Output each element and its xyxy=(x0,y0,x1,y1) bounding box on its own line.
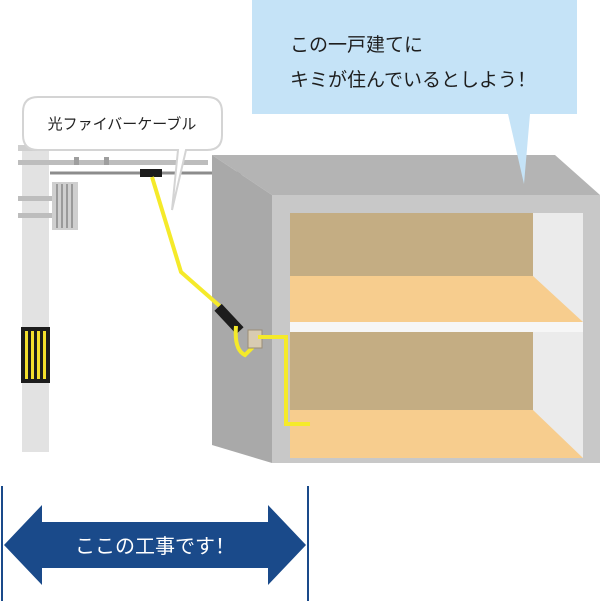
pole-crossarm-upper xyxy=(18,160,208,165)
pole-crossarm-lower xyxy=(18,213,78,218)
construction-label: ここの工事です！ xyxy=(75,534,235,558)
upper-room-wall xyxy=(290,213,533,276)
drop-cable xyxy=(150,176,224,310)
house xyxy=(212,155,600,463)
house-side-wall xyxy=(212,155,272,463)
pole-crossarm-middle xyxy=(18,196,78,201)
insulator-2 xyxy=(104,157,109,165)
speech-line-1: この一戸建てに xyxy=(290,34,423,56)
pole-body xyxy=(22,150,49,452)
double-arrow xyxy=(4,505,306,585)
construction-range: ここの工事です！ xyxy=(1,486,309,601)
house-interior xyxy=(290,213,583,458)
cable-label-bubble-shape xyxy=(22,96,223,211)
indoor-cable xyxy=(258,335,310,426)
speech-bubble: この一戸建てに キミが住んでいるとしよう！ xyxy=(252,0,577,184)
speech-bubble-shape xyxy=(252,0,577,184)
floor-slab xyxy=(290,322,583,332)
insulator-1 xyxy=(74,157,79,165)
utility-pole xyxy=(18,145,208,452)
cable-label: 光ファイバーケーブル xyxy=(48,115,197,133)
speech-line-2: キミが住んでいるとしよう！ xyxy=(290,69,536,91)
upper-room-floor xyxy=(290,276,583,322)
house-roof xyxy=(212,155,600,195)
aerial-connector xyxy=(140,169,162,177)
lower-room-wall xyxy=(290,332,533,410)
cable-label-bubble: 光ファイバーケーブル xyxy=(22,96,223,211)
junction-box xyxy=(52,182,78,230)
pole-stripe-guard xyxy=(21,327,50,383)
fiber-cable xyxy=(140,169,310,426)
entry-cable xyxy=(233,325,257,358)
lower-room-floor xyxy=(290,410,583,458)
